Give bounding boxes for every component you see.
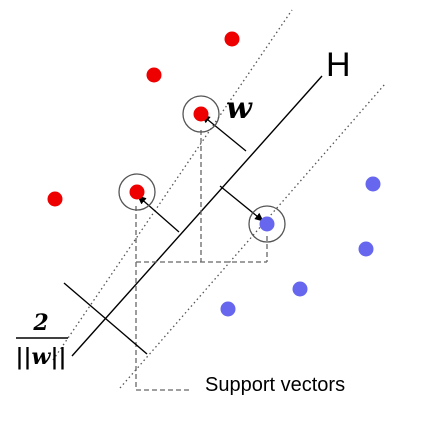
negative-point <box>259 216 275 232</box>
support-vector-ring <box>118 173 156 211</box>
support-vector-ring <box>248 205 286 243</box>
positive-point <box>224 31 240 47</box>
margin-fraction-numerator: 2 <box>32 310 48 336</box>
margin-fraction-denominator: ||w|| <box>16 344 67 370</box>
negative-point <box>292 281 308 297</box>
hyperplane-line <box>71 75 323 357</box>
positive-class-points <box>47 31 240 207</box>
negative-point <box>220 301 236 317</box>
arrow-w <box>201 114 247 152</box>
support-vectors-label: Support vectors <box>205 374 345 396</box>
negative-class-points <box>220 176 381 317</box>
weight-vector-label: w <box>226 91 253 126</box>
negative-point <box>358 241 374 257</box>
positive-point <box>193 106 209 122</box>
positive-point <box>146 67 162 83</box>
arrow-sv-right <box>219 185 264 222</box>
negative-point <box>365 176 381 192</box>
lower-margin-line <box>119 83 386 389</box>
arrow-sv-left <box>137 195 180 233</box>
support-vector-ring <box>182 95 220 133</box>
upper-margin-line <box>52 9 293 361</box>
positive-point <box>129 184 145 200</box>
projection-lines <box>135 130 268 391</box>
positive-point <box>47 191 63 207</box>
hyperplane-label: H <box>326 46 351 84</box>
margin-width-line <box>63 282 148 355</box>
